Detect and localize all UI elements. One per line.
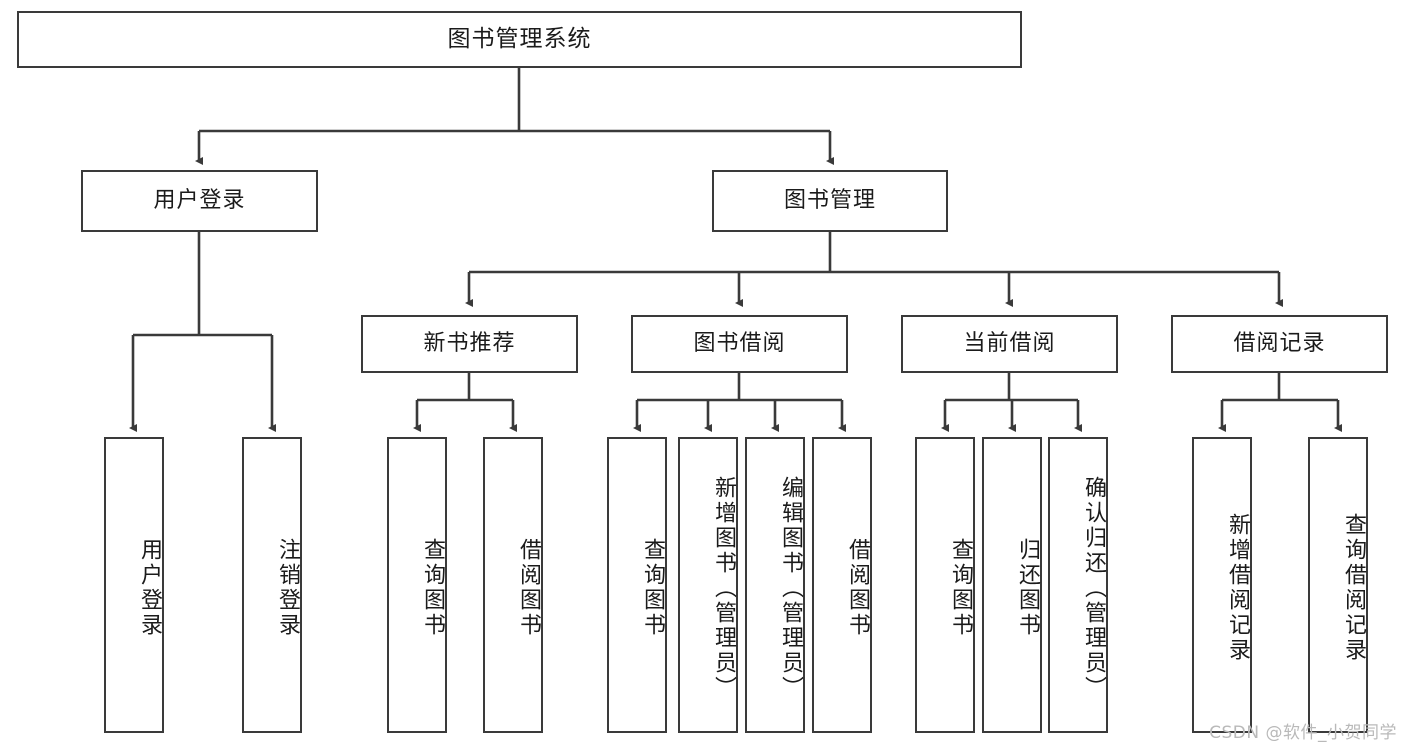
leaf-new-book-query[interactable]: 查询图书 — [387, 437, 447, 733]
leaf-label: 新增图书（管理员） — [711, 475, 736, 701]
leaf-current-borrow-query[interactable]: 查询图书 — [915, 437, 975, 733]
leaf-borrow-record-add[interactable]: 新增借阅记录 — [1192, 437, 1252, 733]
leaf-label: 查询图书 — [420, 538, 445, 638]
leaf-current-borrow-confirm-return-admin[interactable]: 确认归还（管理员） — [1048, 437, 1108, 733]
leaf-current-borrow-return[interactable]: 归还图书 — [982, 437, 1042, 733]
leaf-label: 查询图书 — [948, 538, 973, 638]
leaf-book-borrow-query[interactable]: 查询图书 — [607, 437, 667, 733]
leaf-label: 确认归还（管理员） — [1081, 475, 1106, 701]
leaf-new-book-borrow[interactable]: 借阅图书 — [483, 437, 543, 733]
leaf-label: 借阅图书 — [845, 538, 870, 638]
leaf-label: 用户登录 — [137, 538, 162, 638]
node-user-login[interactable]: 用户登录 — [81, 170, 318, 232]
node-book-management-system[interactable]: 图书管理系统 — [17, 11, 1022, 68]
node-borrow-record[interactable]: 借阅记录 — [1171, 315, 1388, 373]
leaf-label: 查询图书 — [640, 538, 665, 638]
leaf-user-login-login[interactable]: 用户登录 — [104, 437, 164, 733]
leaf-label: 归还图书 — [1015, 538, 1040, 638]
leaf-book-borrow-add-admin[interactable]: 新增图书（管理员） — [678, 437, 738, 733]
leaf-borrow-record-query[interactable]: 查询借阅记录 — [1308, 437, 1368, 733]
node-current-borrow[interactable]: 当前借阅 — [901, 315, 1118, 373]
node-book-borrow[interactable]: 图书借阅 — [631, 315, 848, 373]
node-book-management[interactable]: 图书管理 — [712, 170, 948, 232]
leaf-label: 注销登录 — [275, 538, 300, 638]
leaf-book-borrow-edit-admin[interactable]: 编辑图书（管理员） — [745, 437, 805, 733]
leaf-label: 新增借阅记录 — [1225, 513, 1250, 663]
leaf-book-borrow-borrow[interactable]: 借阅图书 — [812, 437, 872, 733]
leaf-label: 编辑图书（管理员） — [778, 475, 803, 701]
leaf-label: 借阅图书 — [516, 538, 541, 638]
leaf-user-login-logout[interactable]: 注销登录 — [242, 437, 302, 733]
leaf-label: 查询借阅记录 — [1341, 513, 1366, 663]
node-new-book-recommend[interactable]: 新书推荐 — [361, 315, 578, 373]
